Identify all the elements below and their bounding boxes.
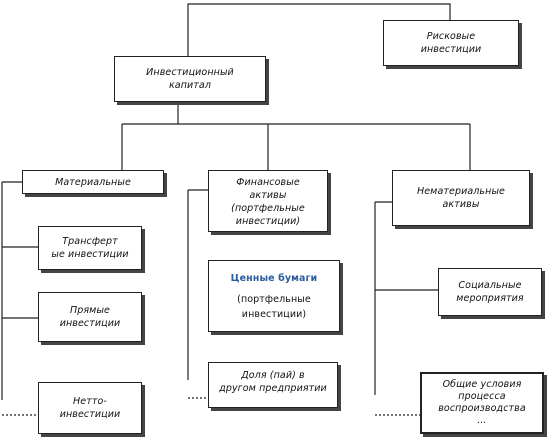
connector-risk: [187, 3, 451, 60]
node-general-conditions: Общие условия процесса воспроизводства .…: [420, 372, 544, 434]
node-share-enterprise: Доля (пай) в другом предприятии: [208, 362, 338, 408]
node-social-line1: Социальные: [458, 280, 522, 291]
node-financial-line1: Финансовые: [236, 177, 300, 188]
node-direct-line2: инвестиции: [59, 318, 121, 329]
node-direct-line1: Прямые: [69, 305, 110, 316]
node-social-events: Социальные мероприятия: [438, 268, 542, 316]
node-risk-line1: Рисковые: [426, 31, 476, 42]
node-social-line2: мероприятия: [456, 293, 524, 304]
node-securities-title: Ценные бумаги: [230, 272, 318, 284]
node-general-line1: Общие условия: [442, 379, 522, 390]
node-capital-line1: Инвестиционный: [146, 67, 234, 78]
node-investment-capital: Инвестиционный капитал: [114, 56, 266, 102]
node-transfer-line1: Трансферт: [62, 236, 118, 247]
node-transfer-line2: ые инвестиции: [51, 249, 129, 260]
node-share-line1: Доля (пай) в: [241, 370, 305, 381]
node-financial-line3: (портфельные: [231, 203, 305, 214]
node-general-line4: ...: [477, 415, 487, 426]
node-securities-line1: (портфельные: [237, 293, 311, 305]
node-intangible-line2: активы: [442, 199, 480, 210]
node-material-label: Материальные: [55, 176, 131, 188]
node-netto-line2: инвестиции: [59, 409, 121, 420]
node-securities: Ценные бумаги (портфельные инвестиции): [208, 260, 340, 332]
node-netto-investments: Нетто- инвестиции: [38, 382, 142, 434]
node-financial-assets: Финансовые активы (портфельные инвестици…: [208, 170, 328, 232]
node-financial-line4: инвестиции): [235, 216, 301, 227]
node-capital-line2: капитал: [168, 80, 212, 91]
node-risk-investments: Рисковые инвестиции: [383, 20, 519, 66]
node-netto-line1: Нетто-: [73, 396, 107, 407]
node-risk-line2: инвестиции: [420, 44, 482, 55]
node-securities-line2: инвестиции): [241, 308, 307, 320]
node-transfer-investments: Трансферт ые инвестиции: [38, 226, 142, 270]
node-general-line3: воспроизводства: [438, 403, 526, 414]
node-intangible-assets: Нематериальные активы: [392, 170, 530, 226]
node-direct-investments: Прямые инвестиции: [38, 292, 142, 342]
node-general-line2: процесса: [458, 391, 506, 402]
node-share-line2: другом предприятии: [219, 383, 327, 394]
node-financial-line2: активы: [249, 190, 287, 201]
node-intangible-line1: Нематериальные: [416, 186, 505, 197]
node-material: Материальные: [22, 170, 164, 194]
